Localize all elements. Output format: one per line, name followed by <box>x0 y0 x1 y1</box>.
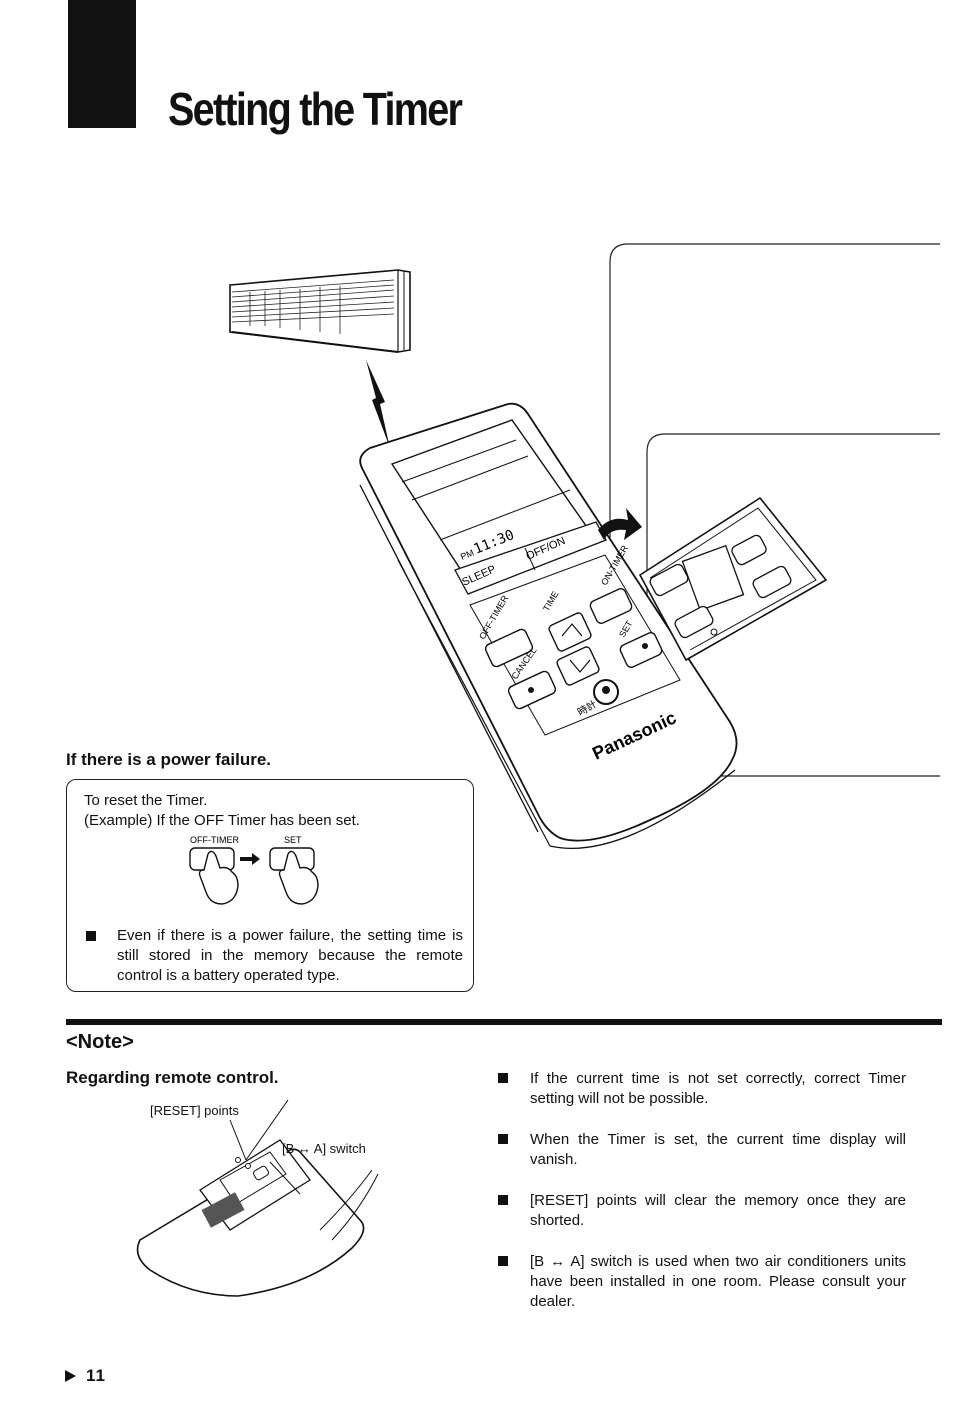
page-title: Setting the Timer <box>168 83 463 135</box>
signal-bolt <box>366 360 390 448</box>
title-block <box>68 0 136 128</box>
remote-note-heading: Regarding remote control. <box>66 1068 279 1087</box>
power-failure-heading: If there is a power failure. <box>66 750 272 769</box>
arrow-right-icon <box>240 853 260 865</box>
remote-illustration: PM 11:30 SLEEP OFF/ON OFF-TIMER TIME ON-… <box>229 243 940 849</box>
finger-press-icon <box>198 850 239 905</box>
note-item: If the current time is not set correctly… <box>530 1070 906 1107</box>
page-number: 11 <box>86 1366 106 1385</box>
bullet-icon <box>498 1256 508 1266</box>
note-item: When the Timer is set, the current time … <box>530 1131 906 1168</box>
bullet-icon <box>498 1134 508 1144</box>
reset-points-label: [RESET] points <box>150 1103 239 1118</box>
power-failure-bullet: Even if there is a power failure, the se… <box>117 927 463 984</box>
note-item: [B ↔ A] switch is used when two air cond… <box>530 1253 906 1310</box>
svg-text:PM: PM <box>459 548 475 562</box>
bullet-icon <box>498 1195 508 1205</box>
callout-frame-outer <box>609 243 940 760</box>
power-failure-line-1: To reset the Timer. <box>84 792 208 809</box>
remote-cover <box>638 496 828 662</box>
callout-frame-inner <box>646 433 940 640</box>
note-item: [RESET] points will clear the memory onc… <box>530 1192 906 1229</box>
ba-switch-label: [B ↔ A] switch <box>282 1141 366 1156</box>
remote-reset-figure <box>136 1099 379 1297</box>
section-divider <box>66 1019 942 1025</box>
off-timer-button-label: OFF-TIMER <box>190 835 239 845</box>
open-arrow-icon <box>598 508 642 540</box>
page-arrow-icon <box>65 1370 76 1382</box>
button-press-figure: OFF-TIMER SET <box>189 835 319 905</box>
power-failure-line-2: (Example) If the OFF Timer has been set. <box>84 812 360 829</box>
bullet-icon <box>86 931 96 941</box>
bullet-icon <box>498 1073 508 1083</box>
set-button-label: SET <box>284 835 302 845</box>
note-heading: <Note> <box>66 1031 134 1053</box>
air-conditioner <box>229 269 411 353</box>
power-failure-box <box>66 779 474 992</box>
finger-press-icon <box>278 850 319 905</box>
remote-control: PM 11:30 SLEEP OFF/ON OFF-TIMER TIME ON-… <box>359 402 738 849</box>
